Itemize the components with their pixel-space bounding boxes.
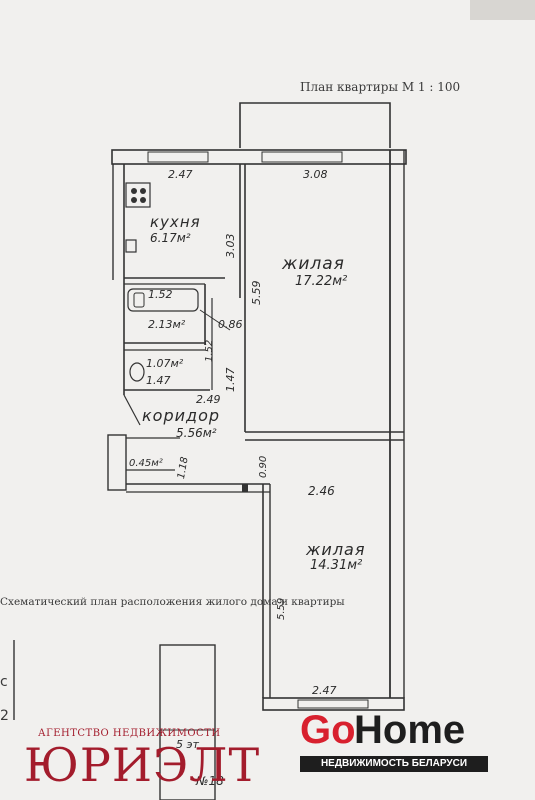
dim-living1-side: 5.59 — [250, 280, 263, 306]
dim-kitchen-side: 3.03 — [224, 233, 237, 259]
toilet-icon — [129, 362, 145, 382]
bath-door-arc — [199, 309, 231, 331]
corridor-name: коридор — [142, 406, 221, 425]
plan-title: План квартиры М 1 : 100 — [300, 80, 461, 94]
living1-window — [261, 151, 343, 163]
burner-icon — [140, 197, 146, 203]
dim-living2-width: 2.46 — [308, 484, 335, 498]
stove-icon — [125, 182, 151, 208]
scan-corner — [470, 0, 535, 20]
dim-wc-side: 1.52 — [204, 339, 215, 362]
bathroom-area: 2.13м² — [148, 318, 186, 331]
agency-logo: АГЕНТСТВО НЕДВИЖИМОСТИ ЮРИЭЛТ — [0, 720, 259, 800]
site-label-floors: 5 эт — [176, 738, 199, 751]
closet-wall — [107, 434, 127, 491]
living2-area: 14.31м² — [310, 558, 363, 573]
wc-area: 1.07м² — [146, 357, 184, 370]
living1-area: 17.22м² — [295, 274, 348, 289]
door-jamb — [242, 484, 248, 492]
gohome-logo: Go Home НЕДВИЖИМОСТЬ БЕЛАРУСИ — [300, 708, 490, 774]
gohome-home: Home — [354, 708, 466, 752]
corridor-diagonal — [123, 394, 141, 426]
gohome-subtitle: НЕДВИЖИМОСТЬ БЕЛАРУСИ — [300, 756, 488, 772]
dim-corridor-side: 1.47 — [224, 367, 237, 393]
balcony-outline — [239, 102, 391, 148]
agency-name: ЮРИЭЛТ — [24, 738, 261, 792]
top-wall — [111, 149, 407, 165]
dim-corridor-width: 2.49 — [196, 393, 221, 406]
dim-wc-width: 1.47 — [146, 374, 171, 387]
burner-icon — [140, 188, 146, 194]
gohome-go: Go — [300, 708, 356, 752]
dim-bath-side: 0.86 — [218, 318, 243, 331]
sink-icon — [125, 239, 137, 253]
kitchen-name: кухня — [150, 213, 201, 231]
dim-corridor-door: 0.90 — [258, 455, 269, 478]
bath-drain-icon — [133, 292, 145, 308]
corridor-area: 5.56м² — [176, 426, 217, 440]
living2-window — [297, 699, 369, 709]
kitchen-area: 6.17м² — [150, 231, 191, 245]
site-label-number: №18 — [196, 774, 224, 788]
bottom-wall — [262, 697, 405, 711]
dim-living1-top: 3.08 — [303, 168, 328, 181]
closet-area: 0.45м² — [129, 458, 163, 469]
dim-living2-bottom: 2.47 — [312, 684, 337, 697]
site-caption: Схематический план расположения жилого д… — [0, 596, 345, 608]
burner-icon — [131, 188, 137, 194]
living2-name: жилая — [306, 540, 366, 559]
dim-bath-width: 1.52 — [148, 288, 173, 301]
living1-name: жилая — [282, 254, 345, 274]
site-building — [159, 644, 216, 800]
burner-icon — [131, 197, 137, 203]
agency-subtitle: АГЕНТСТВО НЕДВИЖИМОСТИ — [38, 728, 221, 739]
site-label-2: 2 — [0, 708, 9, 724]
dim-living2-side: 5.59 — [276, 597, 287, 620]
site-label-c: с — [0, 674, 8, 690]
dim-kitchen-top: 2.47 — [168, 168, 193, 181]
kitchen-window — [147, 151, 209, 163]
bathtub-icon — [127, 288, 199, 312]
